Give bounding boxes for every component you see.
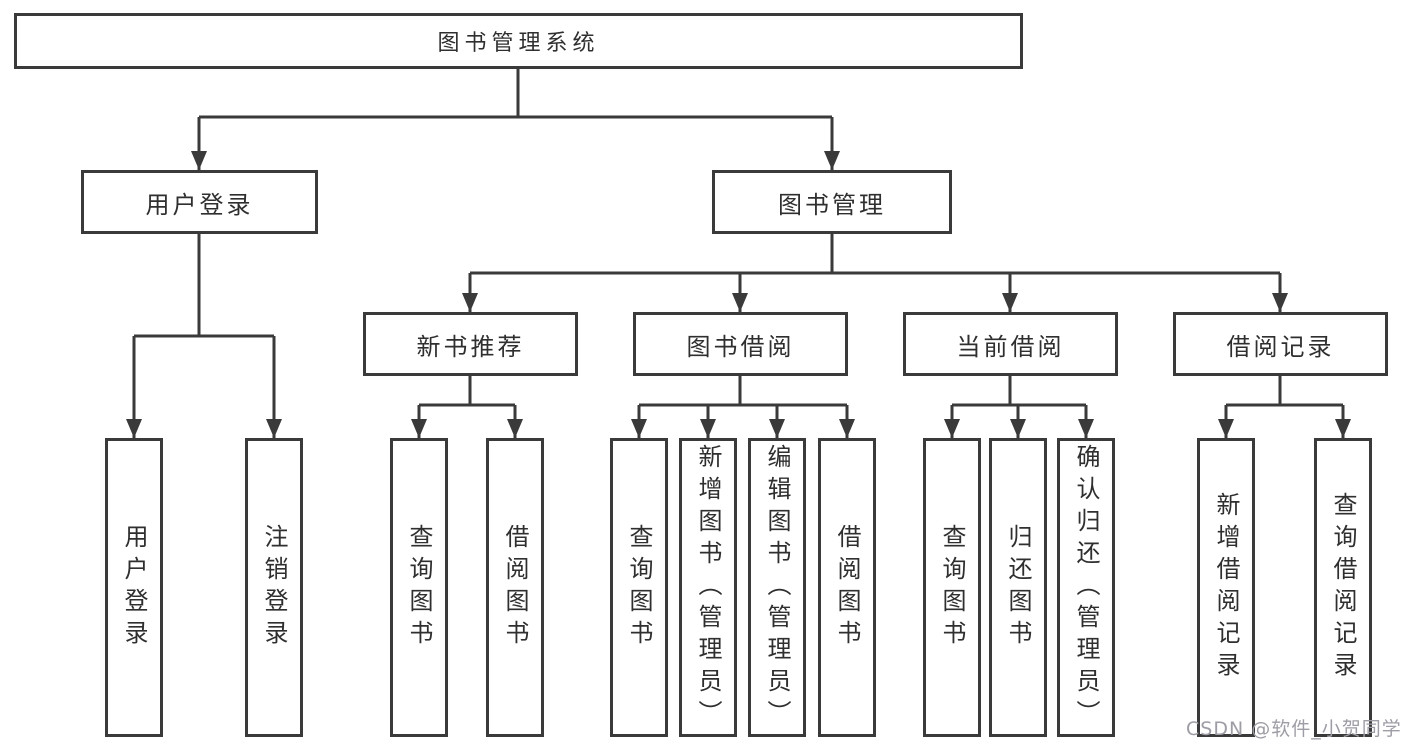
node-leaf-user-login-label: 用户登录	[120, 523, 148, 652]
node-leaf-borrowing-query-books: 查询图书	[610, 438, 668, 737]
node-user-login-module: 用户登录	[81, 170, 318, 234]
node-leaf-confirm-return-admin-label: 确认归还（管理员）	[1072, 443, 1100, 732]
csdn-watermark: CSDN @软件_小贺同学	[1186, 718, 1402, 740]
node-leaf-recommend-borrow-books-label: 借阅图书	[501, 523, 529, 652]
connector-skeleton	[134, 69, 1343, 407]
node-leaf-return-books: 归还图书	[989, 438, 1047, 737]
node-leaf-add-books-admin: 新增图书（管理员）	[679, 438, 737, 737]
node-new-book-recommend-label: 新书推荐	[416, 332, 525, 361]
connector-arrows	[126, 117, 1351, 438]
node-user-login-module-label: 用户登录	[145, 190, 254, 219]
node-current-borrowing-label: 当前借阅	[956, 332, 1065, 361]
node-book-management-module: 图书管理	[712, 170, 952, 234]
node-leaf-recommend-borrow-books: 借阅图书	[486, 438, 544, 737]
node-new-book-recommend: 新书推荐	[363, 312, 578, 376]
node-book-borrowing-label: 图书借阅	[686, 332, 795, 361]
node-leaf-borrow-books: 借阅图书	[818, 438, 876, 737]
node-leaf-edit-books-admin: 编辑图书（管理员）	[748, 438, 806, 737]
node-leaf-current-query-books: 查询图书	[923, 438, 981, 737]
node-leaf-current-query-books-label: 查询图书	[938, 523, 966, 652]
node-current-borrowing: 当前借阅	[903, 312, 1118, 376]
node-borrowing-records-label: 借阅记录	[1226, 332, 1335, 361]
node-leaf-add-borrow-record-label: 新增借阅记录	[1212, 491, 1240, 684]
node-book-management-module-label: 图书管理	[778, 190, 886, 219]
node-root-system: 图书管理系统	[14, 13, 1023, 69]
node-leaf-borrow-books-label: 借阅图书	[833, 523, 861, 652]
node-leaf-recommend-query-books: 查询图书	[390, 438, 448, 737]
node-leaf-confirm-return-admin: 确认归还（管理员）	[1057, 438, 1115, 737]
node-leaf-query-borrow-record: 查询借阅记录	[1314, 438, 1372, 737]
node-borrowing-records: 借阅记录	[1173, 312, 1388, 376]
node-leaf-user-login: 用户登录	[105, 438, 163, 737]
node-book-borrowing: 图书借阅	[633, 312, 848, 376]
node-leaf-query-borrow-record-label: 查询借阅记录	[1329, 491, 1357, 684]
node-leaf-borrowing-query-books-label: 查询图书	[625, 523, 653, 652]
node-root-system-label: 图书管理系统	[437, 31, 600, 56]
node-leaf-return-books-label: 归还图书	[1004, 523, 1032, 652]
node-leaf-logout-label: 注销登录	[260, 523, 288, 652]
node-leaf-edit-books-admin-label: 编辑图书（管理员）	[763, 443, 791, 732]
node-leaf-recommend-query-books-label: 查询图书	[405, 523, 433, 652]
node-leaf-add-books-admin-label: 新增图书（管理员）	[694, 443, 722, 732]
node-leaf-add-borrow-record: 新增借阅记录	[1197, 438, 1255, 737]
node-leaf-logout: 注销登录	[245, 438, 303, 737]
